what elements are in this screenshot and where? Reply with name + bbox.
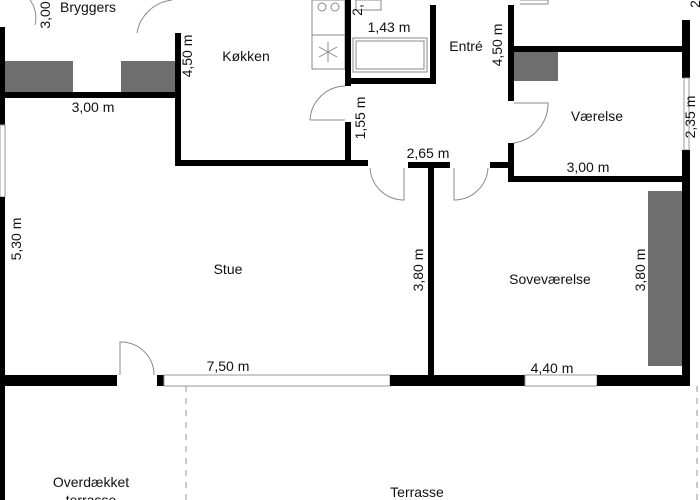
dim-vaerelse-height: 2,35 m xyxy=(682,96,698,139)
bryggers-cabinet-right xyxy=(121,61,175,92)
room-label-overdaekket-2: terrasse xyxy=(66,492,117,500)
room-label-stue: Stue xyxy=(214,261,243,277)
dim-sove-height: 3,80 m xyxy=(632,249,648,292)
dim-bryggers-side: 3,00 xyxy=(37,1,53,28)
vaerelse-wardrobe xyxy=(513,52,558,81)
room-label-sovevaerelse: Soveværelse xyxy=(509,271,591,287)
dim-bath-side: 2, xyxy=(349,4,365,16)
room-label-terrasse: Terrasse xyxy=(390,484,444,500)
room-label-kokken: Køkken xyxy=(222,48,269,64)
dim-stue-width: 7,50 m xyxy=(207,358,250,374)
sovevaerelse-wardrobe xyxy=(648,191,682,366)
room-label-bryggers: Bryggers xyxy=(60,0,116,15)
doors[interactable] xyxy=(29,0,549,376)
dim-stue-height: 5,30 m xyxy=(8,218,24,261)
room-label-vaerelse: Værelse xyxy=(571,108,623,124)
dim-bryggers-width: 3,00 m xyxy=(72,99,115,115)
dim-top-right: 2 xyxy=(687,0,700,8)
toilet-icon xyxy=(355,0,382,11)
dim-hall-side: 1,55 m xyxy=(352,97,368,140)
room-label-overdaekket: Overdækket xyxy=(53,474,129,490)
dim-stue-sove-wall: 3,80 m xyxy=(410,249,426,292)
room-label-entre: Entré xyxy=(449,38,483,54)
dim-kokken-height: 4,50 m xyxy=(179,35,195,78)
dim-entre-height: 4,50 m xyxy=(489,24,505,67)
freezer-icon xyxy=(311,34,346,70)
dim-vaerelse-width: 3,00 m xyxy=(567,159,610,175)
stove-icon xyxy=(311,0,346,36)
dim-hall-width: 2,65 m xyxy=(407,145,450,161)
dim-sove-width: 4,40 m xyxy=(531,360,574,376)
bryggers-cabinet-left xyxy=(5,61,73,92)
dim-bath-width: 1,43 m xyxy=(368,19,411,35)
bathtub-icon xyxy=(352,37,428,73)
